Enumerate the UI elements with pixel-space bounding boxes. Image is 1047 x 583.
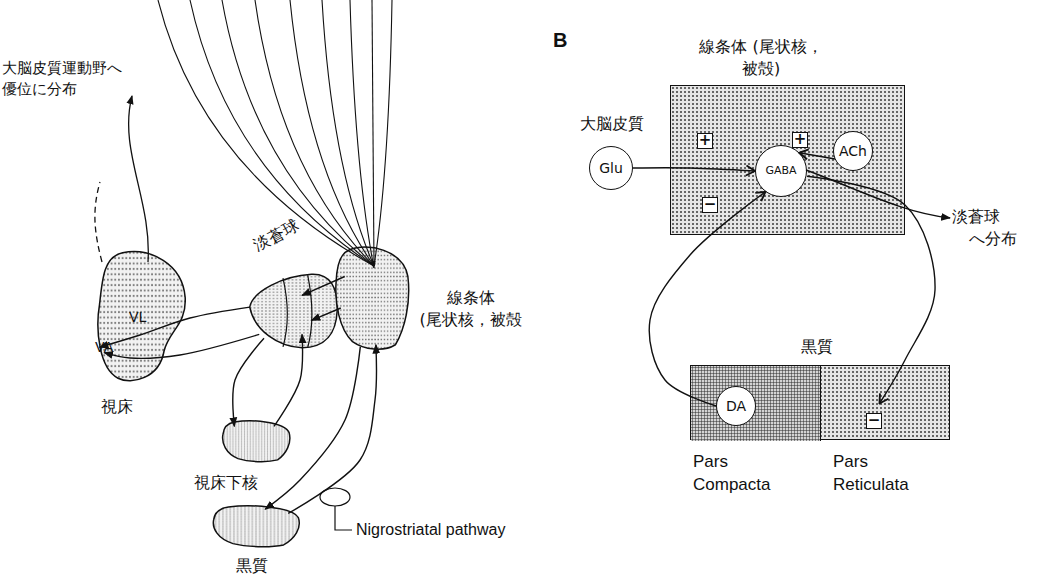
nucleus-outline bbox=[213, 506, 299, 547]
connector-line bbox=[104, 334, 259, 358]
connector-line bbox=[302, 277, 345, 296]
thalamus-shape: VLVA視床 bbox=[95, 250, 187, 385]
node-text: Glu bbox=[590, 147, 632, 189]
nucleus-outline bbox=[250, 274, 337, 347]
figure-label: 淡蒼球 へ分布 bbox=[952, 206, 1027, 251]
neuron-circle: DA bbox=[716, 386, 756, 426]
neuron-circle: ACh bbox=[833, 131, 873, 171]
nigra-box: 黒質Pars CompactaDAPars Reticulata bbox=[690, 365, 950, 440]
nucleus-outline bbox=[336, 247, 409, 349]
outline-svg bbox=[245, 272, 340, 350]
pallidum-shape: 淡蒼球 bbox=[245, 272, 340, 350]
node-text: Pars Reticulata bbox=[833, 451, 933, 497]
pathway-bracket bbox=[320, 488, 350, 506]
fiber-line bbox=[372, 0, 374, 266]
connector-line bbox=[799, 153, 835, 159]
nigra-shape: 黒質 bbox=[210, 505, 302, 547]
connector-line bbox=[649, 192, 765, 406]
fiber-line bbox=[158, 0, 374, 266]
node-text: 黒質 bbox=[236, 555, 268, 577]
node-text: 視床 bbox=[101, 396, 133, 418]
node-text: GABA bbox=[756, 146, 806, 196]
outline-svg bbox=[333, 245, 411, 350]
fiber-line bbox=[255, 0, 374, 266]
fiber-line bbox=[190, 0, 374, 266]
figure-label: 大脳皮質運動野へ 優位に分布 bbox=[2, 58, 134, 100]
connector-line bbox=[633, 168, 755, 171]
node-text: ACh bbox=[834, 132, 872, 170]
output-arrow bbox=[806, 170, 950, 218]
fiber-line bbox=[290, 0, 374, 266]
node-text: 線条体 (尾状核，被殻 bbox=[413, 287, 528, 330]
fiber-line bbox=[374, 0, 392, 266]
node-text: 大脳皮質 bbox=[558, 113, 666, 135]
fiber-line bbox=[350, 0, 374, 268]
node-text: 黒質 bbox=[801, 336, 833, 358]
node-text: 線条体 (尾状核，被殻) bbox=[696, 36, 826, 79]
connector-line bbox=[274, 334, 303, 426]
figure-label: B bbox=[553, 26, 567, 54]
nucleus-outline bbox=[223, 421, 290, 462]
striatum-box: 線条体 (尾状核，被殻)GABAACh bbox=[670, 85, 905, 235]
subthalamic-shape: 視床下核 bbox=[220, 420, 292, 462]
figure-label: Nigrostriatal pathway bbox=[356, 519, 505, 541]
lamina-line bbox=[283, 275, 312, 348]
fiber-line bbox=[322, 0, 374, 266]
node-text: Pars Compacta bbox=[693, 451, 793, 497]
nigra-compartment: Pars Reticulata bbox=[821, 366, 951, 441]
connector-line bbox=[100, 307, 250, 347]
nucleus-outline bbox=[98, 252, 185, 381]
connector-line bbox=[233, 338, 264, 426]
neuron-circle: 大脳皮質Glu bbox=[589, 146, 633, 190]
connector-line bbox=[288, 345, 376, 514]
neuron-circle: GABA bbox=[755, 145, 807, 197]
outline-svg bbox=[220, 420, 292, 462]
connector-line bbox=[312, 308, 341, 320]
striatum-shape: 線条体 (尾状核，被殻 bbox=[333, 245, 411, 350]
nigra-compartment: Pars CompactaDA bbox=[691, 366, 821, 441]
node-text: DA bbox=[717, 387, 755, 425]
connector-line bbox=[807, 176, 935, 403]
node-text: 視床下核 bbox=[194, 472, 258, 494]
fiber-line bbox=[222, 0, 374, 266]
dashed-projection bbox=[95, 182, 102, 262]
cortical-fibers bbox=[158, 0, 392, 268]
leader-line bbox=[335, 506, 352, 530]
connector-line bbox=[265, 347, 360, 509]
node-text: VL bbox=[129, 308, 146, 327]
outline-svg bbox=[210, 505, 302, 547]
node-text: VA bbox=[95, 338, 113, 357]
cortex-projection-arrow bbox=[129, 96, 149, 262]
node-text: 淡蒼球 bbox=[250, 215, 303, 257]
